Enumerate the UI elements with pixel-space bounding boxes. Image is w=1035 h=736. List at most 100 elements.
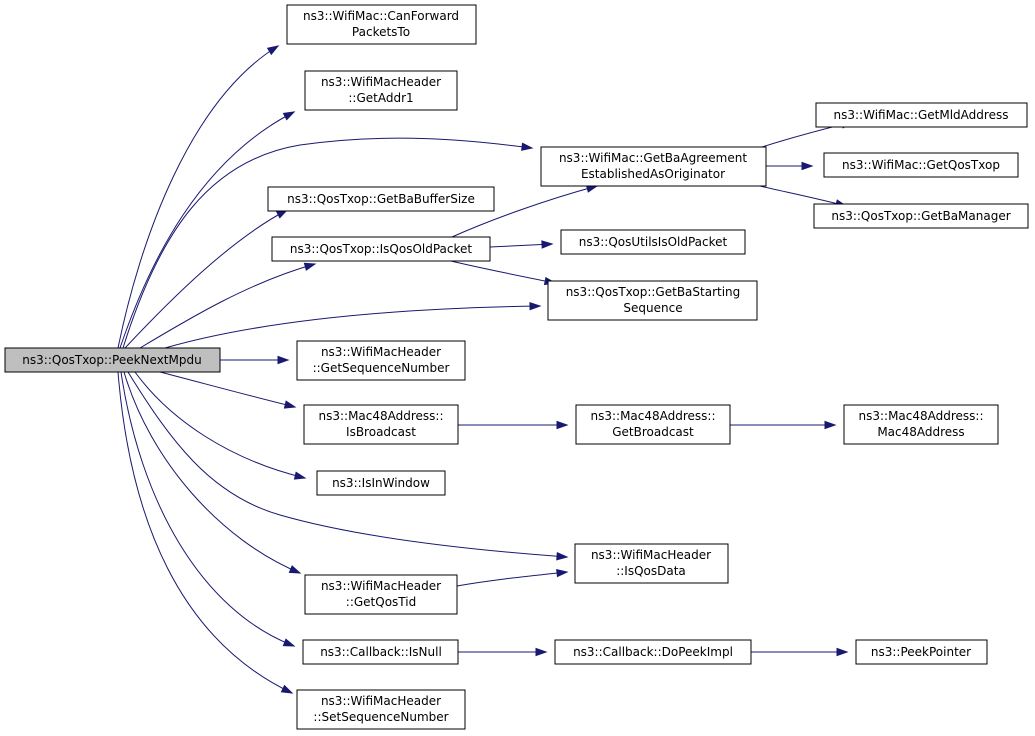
edge-line: [123, 371, 301, 574]
node-get-ba-buffer-size[interactable]: ns3::QosTxop::GetBaBufferSize: [267, 186, 495, 212]
node-do-peek-impl-label: ns3::Callback::DoPeekImpl: [573, 645, 733, 659]
arrowhead-icon: [282, 111, 296, 121]
node-set-sequence-number[interactable]: ns3::WifiMacHeader ::SetSequenceNumber: [296, 689, 466, 730]
arrowhead-icon: [283, 400, 297, 409]
arrowhead-icon: [303, 262, 317, 271]
edge-root-to-is-qos-data: [127, 371, 569, 561]
arrowhead-icon: [266, 45, 280, 56]
node-set-sequence-number-line2: ::SetSequenceNumber: [313, 710, 448, 724]
edge-root-to-is-broadcast: [159, 371, 297, 409]
arrowhead-icon: [280, 684, 294, 694]
node-get-ba-manager-label: ns3::QosTxop::GetBaManager: [831, 209, 1010, 223]
edge-is-null-to-do-peek-impl: [458, 647, 548, 657]
node-get-sequence-number[interactable]: ns3::WifiMacHeader ::GetSequenceNumber: [296, 340, 466, 381]
node-peek-pointer[interactable]: ns3::PeekPointer: [855, 639, 988, 665]
node-get-ba-agreement[interactable]: ns3::WifiMac::GetBaAgreement Established…: [540, 146, 767, 187]
node-get-broadcast-line1: ns3::Mac48Address::: [590, 409, 715, 423]
node-get-ba-starting-sequence[interactable]: ns3::QosTxop::GetBaStarting Sequence: [547, 280, 758, 321]
edge-line: [122, 137, 533, 349]
edge-is-qos-old-packet-to-get-ba-starting-seq: [450, 260, 557, 286]
edge-line: [164, 305, 541, 349]
node-qos-utils-is-old-packet[interactable]: ns3::QosUtilsIsOldPacket: [560, 229, 746, 255]
node-get-addr1[interactable]: ns3::WifiMacHeader ::GetAddr1: [304, 70, 458, 111]
edge-root-to-get-addr1: [119, 111, 296, 349]
node-is-broadcast-line1: ns3::Mac48Address::: [318, 409, 443, 423]
edge-root-to-set-seq-number: [117, 371, 294, 694]
node-is-qos-data-line2: ::IsQosData: [616, 564, 686, 578]
node-get-ba-agreement-line2: EstablishedAsOriginator: [581, 167, 725, 181]
node-is-broadcast[interactable]: ns3::Mac48Address:: IsBroadcast: [303, 404, 459, 445]
node-get-qos-txop-label: ns3::WifiMac::GetQosTxop: [842, 158, 1000, 172]
node-is-broadcast-line2: IsBroadcast: [346, 425, 416, 439]
edge-line: [117, 45, 279, 349]
node-can-forward[interactable]: ns3::WifiMac::CanForward PacketsTo: [286, 4, 477, 45]
arrowhead-icon: [556, 552, 569, 561]
arrowhead-icon: [836, 647, 849, 657]
edge-root-to-get-seq-number: [220, 355, 290, 365]
node-get-qos-tid-line1: ns3::WifiMacHeader: [321, 579, 441, 593]
arrowhead-icon: [801, 161, 814, 171]
edges-layer: [117, 45, 854, 694]
node-get-ba-starting-sequence-line1: ns3::QosTxop::GetBaStarting: [566, 285, 741, 299]
edge-root-to-can-forward: [117, 45, 280, 349]
node-get-broadcast[interactable]: ns3::Mac48Address:: GetBroadcast: [575, 404, 731, 445]
node-get-mld-address[interactable]: ns3::WifiMac::GetMldAddress: [815, 102, 1028, 128]
node-is-in-window-label: ns3::IsInWindow: [332, 476, 430, 490]
node-peek-pointer-label: ns3::PeekPointer: [871, 645, 971, 659]
node-get-sequence-number-line1: ns3::WifiMacHeader: [321, 345, 441, 359]
arrowhead-icon: [556, 420, 569, 430]
node-get-qos-tid-line2: ::GetQosTid: [346, 595, 416, 609]
arrowhead-icon: [282, 638, 296, 647]
arrowhead-icon: [556, 568, 569, 578]
node-do-peek-impl[interactable]: ns3::Callback::DoPeekImpl: [554, 639, 752, 665]
node-get-qos-txop[interactable]: ns3::WifiMac::GetQosTxop: [823, 152, 1019, 178]
node-get-sequence-number-line2: ::GetSequenceNumber: [313, 361, 450, 375]
arrowhead-icon: [277, 355, 290, 365]
node-root[interactable]: ns3::QosTxop::PeekNextMpdu: [4, 347, 221, 373]
edge-root-to-get-qos-tid: [123, 371, 302, 574]
node-get-qos-tid[interactable]: ns3::WifiMacHeader ::GetQosTid: [304, 574, 458, 615]
edge-line: [450, 260, 556, 284]
node-qos-utils-is-old-packet-label: ns3::QosUtilsIsOldPacket: [579, 235, 728, 249]
node-get-ba-starting-sequence-line2: Sequence: [623, 301, 682, 315]
edge-line: [117, 371, 293, 694]
node-get-ba-agreement-line1: ns3::WifiMac::GetBaAgreement: [559, 151, 747, 165]
edge-line: [120, 371, 295, 647]
arrowhead-icon: [535, 647, 548, 657]
node-is-qos-old-packet[interactable]: ns3::QosTxop::IsQosOldPacket: [271, 236, 491, 262]
edge-line: [456, 571, 568, 587]
node-mac48-address-line2: Mac48Address: [877, 425, 964, 439]
edge-is-broadcast-to-get-broadcast: [458, 420, 569, 430]
node-get-ba-manager[interactable]: ns3::QosTxop::GetBaManager: [813, 203, 1029, 229]
edge-line: [159, 371, 296, 408]
edge-root-to-is-qos-old-packet: [139, 262, 317, 349]
edge-line: [451, 185, 598, 238]
node-is-in-window[interactable]: ns3::IsInWindow: [316, 470, 446, 496]
node-get-addr1-line1: ns3::WifiMacHeader: [321, 75, 441, 89]
node-is-qos-old-packet-label: ns3::QosTxop::IsQosOldPacket: [290, 242, 473, 256]
edge-get-qos-tid-to-is-qos-data: [456, 568, 569, 587]
node-can-forward-line1: ns3::WifiMac::CanForward: [303, 9, 459, 23]
edge-is-qos-old-packet-to-get-ba-agreement: [451, 184, 599, 238]
arrowhead-icon: [521, 142, 534, 151]
node-is-qos-data[interactable]: ns3::WifiMacHeader ::IsQosData: [574, 543, 729, 584]
node-root-label: ns3::QosTxop::PeekNextMpdu: [22, 353, 201, 367]
edge-do-peek-impl-to-peek-pointer: [751, 647, 849, 657]
edge-line: [119, 111, 295, 349]
node-get-mld-address-label: ns3::WifiMac::GetMldAddress: [834, 108, 1009, 122]
edge-line: [134, 371, 306, 479]
edge-get-ba-agreement-to-get-qos-txop: [766, 161, 814, 171]
arrowhead-icon: [293, 471, 307, 480]
node-can-forward-line2: PacketsTo: [352, 25, 410, 39]
node-get-broadcast-line2: GetBroadcast: [612, 425, 694, 439]
edge-line: [759, 185, 847, 207]
node-is-null[interactable]: ns3::Callback::IsNull: [302, 639, 459, 665]
edge-root-to-get-ba-agreement: [122, 137, 534, 349]
edge-root-to-get-ba-starting-seq: [164, 301, 542, 349]
node-is-qos-data-line1: ns3::WifiMacHeader: [591, 548, 711, 562]
edge-line: [139, 263, 316, 349]
arrowhead-icon: [288, 565, 302, 574]
node-mac48-address[interactable]: ns3::Mac48Address:: Mac48Address: [843, 404, 999, 445]
edge-root-to-is-in-window: [134, 371, 307, 480]
